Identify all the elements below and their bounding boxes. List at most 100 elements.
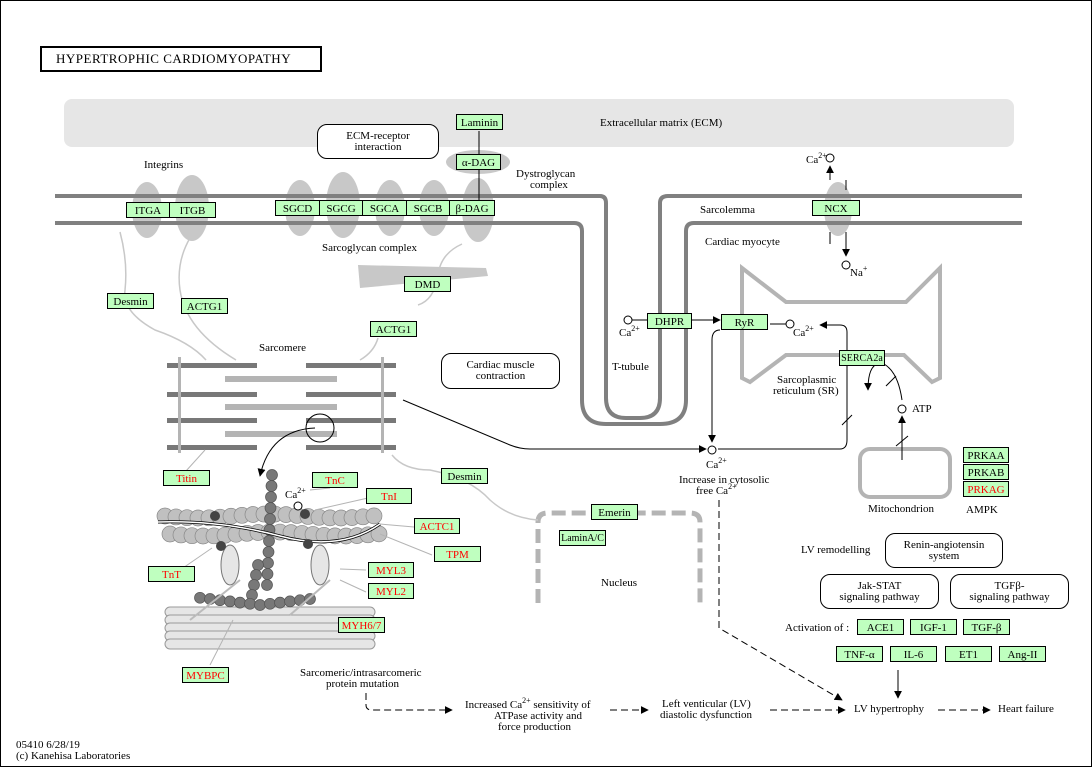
map-label-line: TGFβ- <box>994 579 1025 592</box>
myosin-binding-bead <box>250 569 262 581</box>
compound-ca-cytosol <box>707 445 717 455</box>
lv-hypertrophy-label: LV hypertrophy <box>854 703 924 715</box>
sarcomere-label: Sarcomere <box>259 342 307 354</box>
label-ca-sr: Ca2+ <box>793 324 814 339</box>
lv-dysfunction-label-1: Left venticular (LV) <box>662 698 751 710</box>
myofilament-detail <box>156 469 388 650</box>
map-label-line: interaction <box>354 140 402 153</box>
cytosolic-ca-label-1: Increase in cytosolic <box>679 474 770 486</box>
ecm-label: Extracellular matrix (ECM) <box>600 117 723 129</box>
label-ca-extracellular: Ca2+ <box>806 151 827 166</box>
compound-ca-extracellular <box>825 153 835 163</box>
gene-prkab[interactable]: PRKAB <box>963 464 1009 480</box>
label-ca-cytosol: Ca2+ <box>706 456 727 471</box>
gene-dmd[interactable]: DMD <box>404 276 451 292</box>
gene-prkaa[interactable]: PRKAA <box>963 447 1009 463</box>
myosin-binding-bead <box>261 579 273 591</box>
gene-actc1[interactable]: ACTC1 <box>414 518 460 534</box>
gene-tni[interactable]: TnI <box>366 488 412 504</box>
gene-il6[interactable]: IL-6 <box>890 646 937 662</box>
gene-emerin[interactable]: Emerin <box>591 504 638 520</box>
gene-dhpr[interactable]: DHPR <box>647 313 692 329</box>
gene-sgcg[interactable]: SGCG <box>319 200 363 216</box>
myosin-binding-bead <box>244 597 256 610</box>
sarcoglycan-complex-label: Sarcoglycan complex <box>322 242 417 254</box>
gene-itgb[interactable]: ITGB <box>169 202 216 218</box>
sr-label-2: reticulum (SR) <box>773 385 839 397</box>
gene-myl3[interactable]: MYL3 <box>368 562 414 578</box>
gene-tnc[interactable]: TnC <box>312 472 358 488</box>
sarcoplasmic-reticulum <box>740 263 942 385</box>
heart-failure-label: Heart failure <box>998 703 1054 715</box>
map-label-line: signaling pathway <box>839 590 920 603</box>
gene-desmin-2[interactable]: Desmin <box>441 468 488 484</box>
gene-alpha-dag[interactable]: α-DAG <box>456 154 501 170</box>
map-label-line: system <box>928 549 960 562</box>
map-id-date: 05410 6/28/19 <box>16 739 80 751</box>
myosin-binding-bead <box>224 595 236 608</box>
gene-myl2[interactable]: MYL2 <box>368 583 414 599</box>
compound-ca-sr <box>785 319 795 329</box>
gene-tgf-beta[interactable]: TGF-β <box>963 619 1010 635</box>
interaction-edges <box>257 131 909 699</box>
process-edges <box>365 500 991 714</box>
dystroglycan-label-1: Dystroglycan <box>516 168 576 180</box>
gene-igf1[interactable]: IGF-1 <box>910 619 957 635</box>
myosin-binding-bead <box>274 596 286 609</box>
activation-of-label: Activation of : <box>785 622 850 634</box>
gene-actg1-2[interactable]: ACTG1 <box>370 321 417 337</box>
myosin-binding-bead <box>264 513 276 525</box>
map-tgfb-signaling[interactable]: TGFβ-signaling pathway <box>950 574 1069 609</box>
label-ca-ttubule: Ca2+ <box>619 324 640 339</box>
gene-lamin-a-c[interactable]: LaminA/C <box>559 530 606 546</box>
myosin-binding-bead <box>284 595 296 608</box>
map-label-line: Renin-angiotensin <box>903 538 985 551</box>
map-label-line: contraction <box>475 370 526 382</box>
gene-ace1[interactable]: ACE1 <box>857 619 904 635</box>
gene-ryr[interactable]: RyR <box>721 314 768 330</box>
gene-prkag[interactable]: PRKAG <box>963 481 1009 497</box>
actin-bead <box>365 507 383 525</box>
ecm-region <box>64 99 1014 147</box>
mitochondrion-label: Mitochondrion <box>868 503 934 515</box>
gene-ang-ii[interactable]: Ang-II <box>999 646 1046 662</box>
gene-laminin[interactable]: Laminin <box>456 114 503 130</box>
gene-sgcd[interactable]: SGCD <box>275 200 320 216</box>
gene-desmin-1[interactable]: Desmin <box>107 293 154 309</box>
gene-titin[interactable]: Titin <box>163 470 210 486</box>
gene-sgca[interactable]: SGCA <box>362 200 407 216</box>
map-label-line: signaling pathway <box>969 590 1050 603</box>
gene-myh6-7[interactable]: MYH6/7 <box>338 617 385 633</box>
gene-sgcb[interactable]: SGCB <box>406 200 450 216</box>
myosin-binding-bead <box>248 579 260 591</box>
gene-connectors <box>179 449 433 666</box>
gene-actg1-1[interactable]: ACTG1 <box>181 298 228 314</box>
gene-itga[interactable]: ITGA <box>126 202 170 218</box>
gene-tnt[interactable]: TnT <box>148 566 195 582</box>
label-na: Na+ <box>850 264 868 279</box>
myosin-binding-bead <box>264 502 277 514</box>
myosin-binding-bead <box>254 599 266 611</box>
map-label-line: Cardiac muscle <box>466 359 535 371</box>
gene-mybpc[interactable]: MYBPC <box>182 667 229 683</box>
sarcolemma-label: Sarcolemma <box>700 204 755 216</box>
sr-label-1: Sarcoplasmic <box>777 374 837 386</box>
myosin-binding-bead <box>265 491 277 503</box>
myosin-binding-bead <box>262 557 274 569</box>
label-ca-troponin: Ca2+ <box>285 486 306 501</box>
nucleus-envelope <box>535 510 703 603</box>
gene-tpm[interactable]: TPM <box>434 546 481 562</box>
mitochondrion-shape <box>858 447 952 499</box>
myosin-binding-bead <box>263 535 275 547</box>
gene-ncx[interactable]: NCX <box>812 200 860 216</box>
gene-tnf-alpha[interactable]: TNF-α <box>836 646 883 662</box>
gene-serca2a[interactable]: SERCA2a <box>839 350 885 366</box>
myosin-binding-bead <box>266 469 278 481</box>
gene-beta-dag[interactable]: β-DAG <box>449 200 495 216</box>
gene-et1[interactable]: ET1 <box>945 646 992 662</box>
pathway-title: HYPERTROPHIC CARDIOMYOPATHY <box>40 46 322 72</box>
